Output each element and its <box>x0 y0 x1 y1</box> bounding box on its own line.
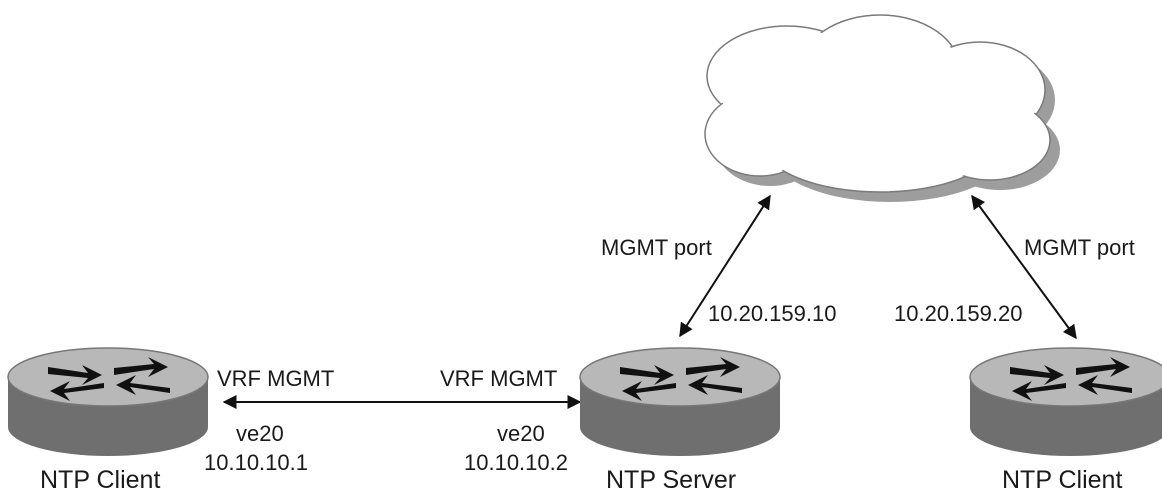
server-interface-label: ve20 <box>497 421 545 446</box>
server-ip-label: 10.10.10.2 <box>464 450 568 475</box>
client-right-mgmt-ip-label: 10.20.159.20 <box>894 301 1022 326</box>
client-right-mgmt-port-label: MGMT port <box>1024 235 1135 260</box>
server-name: NTP Server <box>606 466 736 491</box>
client-left-vrf-label: VRF MGMT <box>217 366 334 391</box>
router-icon <box>969 347 1162 457</box>
server-mgmt-port-label: MGMT port <box>601 235 712 260</box>
client-left-name: NTP Client <box>40 466 160 491</box>
client-right-name: NTP Client <box>1002 466 1122 491</box>
server-vrf-label: VRF MGMT <box>440 366 557 391</box>
client-left-ip-label: 10.10.10.1 <box>204 450 308 475</box>
router-icon <box>579 347 781 457</box>
cloud-icon <box>704 14 1060 202</box>
server-mgmt-ip-label: 10.20.159.10 <box>708 301 836 326</box>
server-mgmt-link-arrow <box>679 194 771 338</box>
router-icon <box>7 347 209 457</box>
client-left-interface-label: ve20 <box>236 421 284 446</box>
client-mgmt-link-arrow <box>971 194 1077 340</box>
